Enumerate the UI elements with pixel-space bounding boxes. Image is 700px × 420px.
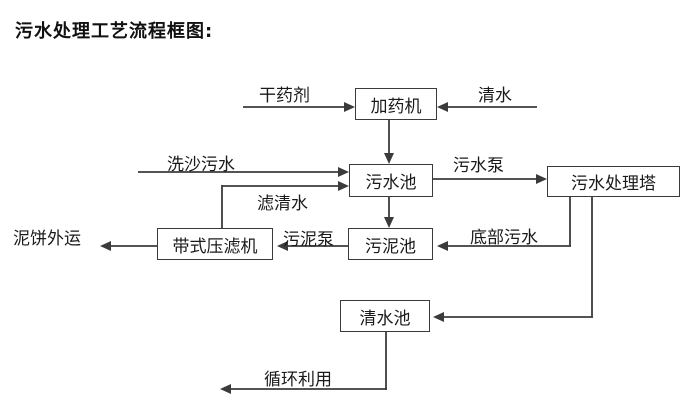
edge-label-sludge-pump: 污泥泵: [283, 230, 334, 250]
arrowhead-right-filtered-water: [338, 181, 349, 191]
edge-label-bottom-sewage: 底部污水: [470, 228, 538, 248]
node-belt-filter-press: 带式压滤机: [157, 228, 273, 260]
arrowhead-left-clean-water: [437, 102, 448, 112]
arrowhead-right-dry-agent: [344, 102, 355, 112]
edge-label-dry-agent: 干药剂: [259, 86, 310, 106]
node-clear-water-pool: 清水池: [340, 300, 430, 332]
arrowhead-left-recycle: [220, 384, 231, 394]
edge-label-sand-washing-sewage: 洗沙污水: [167, 155, 235, 175]
edge-label-sewage-pump: 污水泵: [453, 156, 504, 176]
arrowhead-left-tower-to-clear: [433, 312, 444, 322]
node-sludge-pool: 污泥池: [348, 228, 433, 260]
edge-label-recycle: 循环利用: [264, 370, 332, 390]
arrowhead-right-sewage-pump: [536, 174, 547, 184]
arrowhead-right-sand-washing: [338, 167, 349, 177]
node-sewage-pool: 污水池: [349, 164, 433, 197]
arrowhead-left-mud-cake-out: [100, 241, 111, 251]
page-title: 污水处理工艺流程框图:: [15, 21, 214, 42]
edge-label-filtered-water: 滤清水: [257, 194, 308, 214]
node-dosing-machine: 加药机: [355, 88, 437, 120]
edge-label-mud-cake-out: 泥饼外运: [13, 229, 81, 249]
arrowhead-down-dosing-to-sewage: [384, 153, 394, 164]
arrowhead-down-sewage-to-sludge: [384, 217, 394, 228]
edge-label-clean-water: 清水: [478, 86, 512, 106]
arrowhead-left-bottom-sewage: [437, 241, 448, 251]
arrowhead-left-sludge-pump: [277, 241, 288, 251]
node-sewage-treatment-tower: 污水处理塔: [547, 166, 680, 197]
